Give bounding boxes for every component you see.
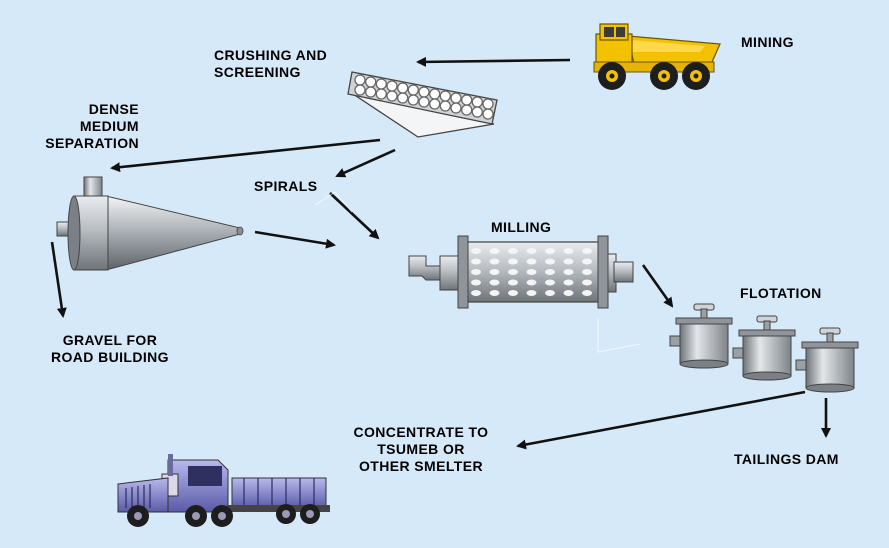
label-concentrate-to-smelter: CONCENTRATE TO TSUMEB OR OTHER SMELTER bbox=[326, 424, 516, 475]
ball-mill-icon bbox=[408, 235, 634, 309]
flotation-cells-icon bbox=[669, 303, 859, 393]
arrow-flotation-to-concentrate bbox=[516, 390, 806, 450]
label-crushing-and-screening: CRUSHING AND SCREENING bbox=[214, 47, 327, 81]
label-dms-line-3: SEPARATION bbox=[45, 135, 139, 151]
label-tailings-dam: TAILINGS DAM bbox=[734, 451, 839, 467]
label-gravel-line-1: GRAVEL FOR bbox=[62, 332, 158, 348]
cyclone-icon bbox=[56, 176, 244, 271]
label-concentrate-line-3: OTHER SMELTER bbox=[359, 458, 483, 474]
label-dms-line-2: MEDIUM bbox=[79, 118, 139, 134]
label-crushing-line-2: SCREENING bbox=[214, 64, 301, 80]
flow-arrows bbox=[50, 56, 831, 450]
label-flotation: FLOTATION bbox=[740, 285, 822, 301]
label-crushing-line-1: CRUSHING AND bbox=[214, 47, 328, 63]
arrow-dms-to-gravel bbox=[50, 241, 67, 318]
label-gravel-for-road-building: GRAVEL FOR ROAD BUILDING bbox=[30, 332, 190, 366]
arrow-dms-to-milling bbox=[254, 230, 336, 249]
arrow-spirals-to-milling bbox=[329, 192, 380, 240]
label-concentrate-line-1: CONCENTRATE TO bbox=[353, 424, 489, 440]
dump-truck-icon bbox=[593, 23, 721, 90]
arrow-crushing-to-spirals bbox=[335, 148, 396, 178]
label-dense-medium-separation: DENSE MEDIUM SEPARATION bbox=[18, 101, 139, 152]
arrow-mining-to-crushing bbox=[416, 56, 571, 67]
semi-truck-icon bbox=[117, 454, 330, 527]
faint-guides bbox=[314, 191, 641, 353]
label-spirals: SPIRALS bbox=[254, 178, 318, 194]
label-milling: MILLING bbox=[491, 219, 552, 235]
arrow-crushing-to-dms bbox=[110, 138, 381, 173]
label-mining: MINING bbox=[741, 34, 794, 50]
crusher-screen-icon bbox=[347, 71, 498, 138]
arrow-milling-to-flotation bbox=[641, 264, 674, 308]
label-dms-line-1: DENSE bbox=[88, 101, 139, 117]
label-concentrate-line-2: TSUMEB OR bbox=[377, 441, 465, 457]
label-gravel-line-2: ROAD BUILDING bbox=[51, 349, 169, 365]
